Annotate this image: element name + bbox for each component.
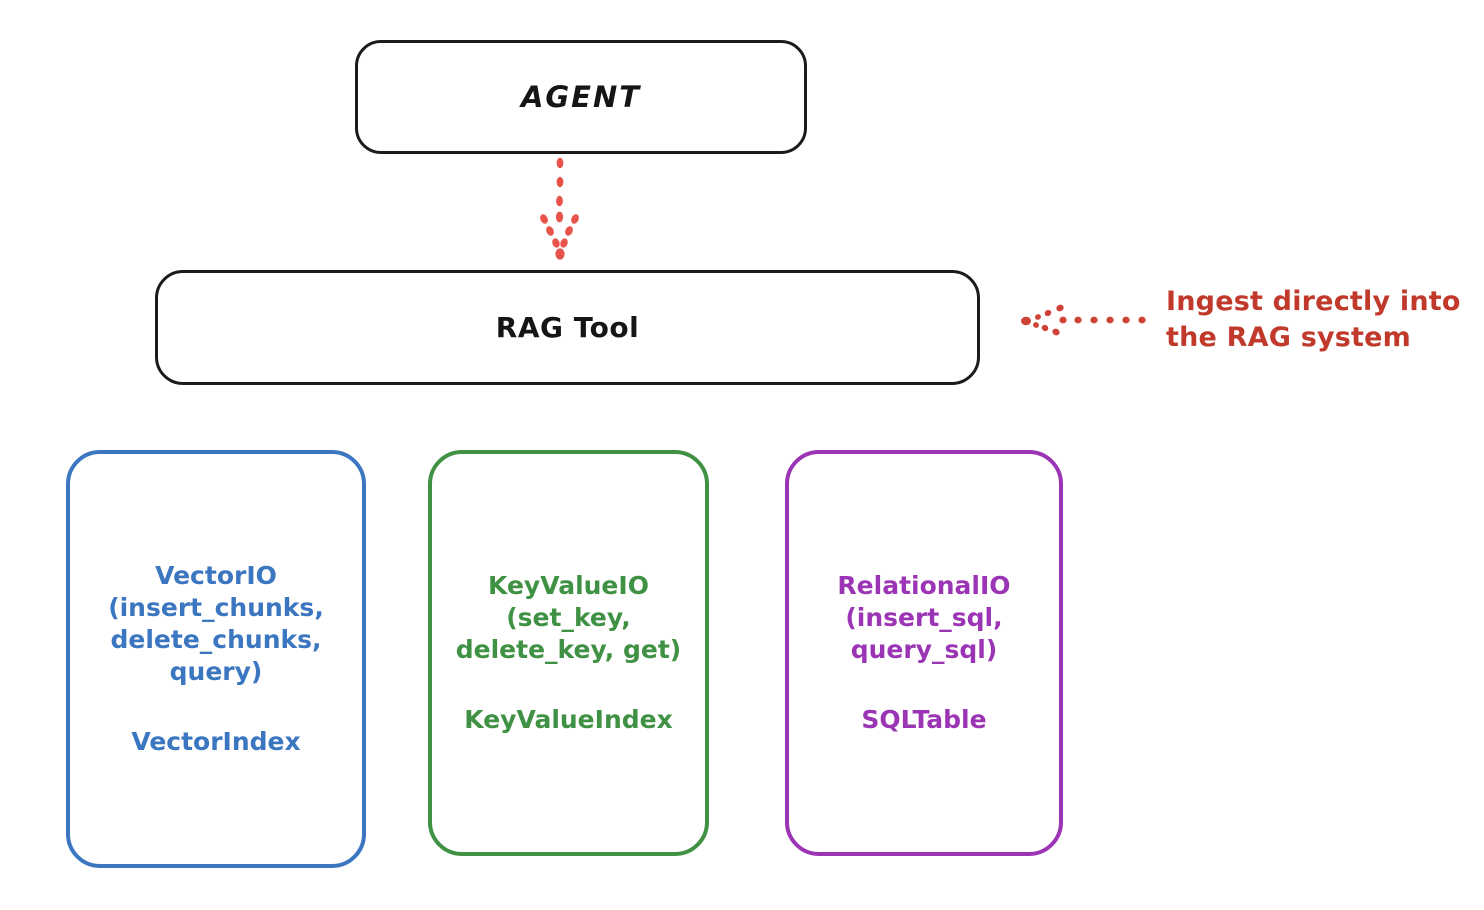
node-vector-io-index: VectorIndex xyxy=(131,727,301,756)
node-relational-io-api: RelationalIO (insert_sql, query_sql) xyxy=(837,571,1011,664)
node-key-value-io-api: KeyValueIO (set_key, delete_key, get) xyxy=(455,571,682,664)
node-vector-io-api: VectorIO (insert_chunks, delete_chunks, … xyxy=(108,561,324,686)
dotted-down-arrow-icon xyxy=(540,157,579,260)
connector-agent-to-rag-tool xyxy=(515,155,605,270)
node-rag-tool[interactable]: RAG Tool xyxy=(155,270,980,385)
node-relational-io-index: SQLTable xyxy=(861,705,987,734)
annotation-ingest: Ingest directly into the RAG system xyxy=(1020,272,1470,367)
node-key-value-io[interactable]: KeyValueIO (set_key, delete_key, get) Ke… xyxy=(428,450,709,856)
node-relational-io[interactable]: RelationalIO (insert_sql, query_sql) SQL… xyxy=(785,450,1063,856)
annotation-ingest-text: Ingest directly into the RAG system xyxy=(1166,285,1461,353)
node-rag-tool-label: RAG Tool xyxy=(495,311,640,344)
dotted-left-arrow-icon xyxy=(1020,296,1148,344)
node-agent[interactable]: AGENT xyxy=(355,40,807,154)
node-key-value-io-index: KeyValueIndex xyxy=(464,705,673,734)
node-agent-label: AGENT xyxy=(520,80,642,114)
node-vector-io[interactable]: VectorIO (insert_chunks, delete_chunks, … xyxy=(66,450,366,868)
